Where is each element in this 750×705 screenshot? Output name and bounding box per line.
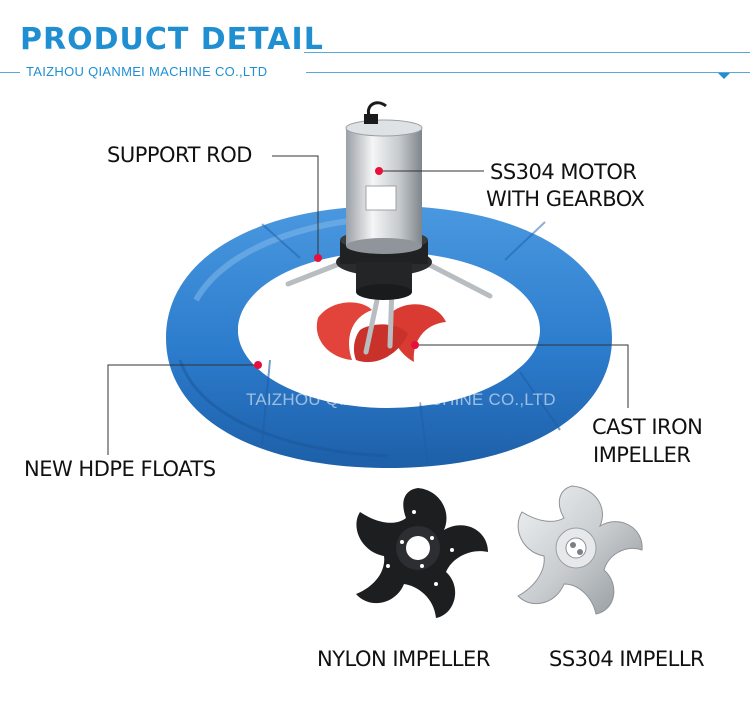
- label-impeller-line2: IMPELLER: [593, 443, 691, 467]
- header-divider-left: [0, 72, 20, 73]
- company-name: TAIZHOU QIANMEI MACHINE CO.,LTD: [26, 64, 268, 79]
- ss304-motor: [345, 101, 423, 254]
- marker-dots: [254, 167, 419, 369]
- page-title: PRODUCT DETAIL: [20, 22, 324, 57]
- leader-lines: [107, 155, 629, 455]
- ss304-impeller-image: [517, 485, 643, 615]
- label-motor-line1: SS304 MOTOR: [490, 160, 637, 184]
- motor-marker: [375, 167, 383, 175]
- label-ss304-impeller: SS304 IMPELLR: [549, 647, 705, 671]
- impeller-marker: [411, 341, 419, 349]
- nylon-impeller-image: [356, 488, 488, 618]
- header-triangle-icon: [718, 73, 730, 79]
- support-rod-marker: [314, 254, 322, 262]
- label-motor-line2: WITH GEARBOX: [486, 187, 645, 211]
- label-nylon-impeller: NYLON IMPELLER: [317, 647, 490, 671]
- header-divider-right: [306, 72, 750, 73]
- label-support-rod: SUPPORT ROD: [107, 143, 252, 167]
- watermark: TAIZHOU QIANMEI MACHINE CO.,LTD: [246, 390, 556, 409]
- float-marker: [254, 361, 262, 369]
- header-divider-top: [304, 52, 750, 53]
- label-impeller-line1: CAST IRON: [592, 415, 703, 439]
- hdpe-float-ring: [166, 206, 612, 468]
- label-floats: NEW HDPE FLOATS: [24, 457, 216, 481]
